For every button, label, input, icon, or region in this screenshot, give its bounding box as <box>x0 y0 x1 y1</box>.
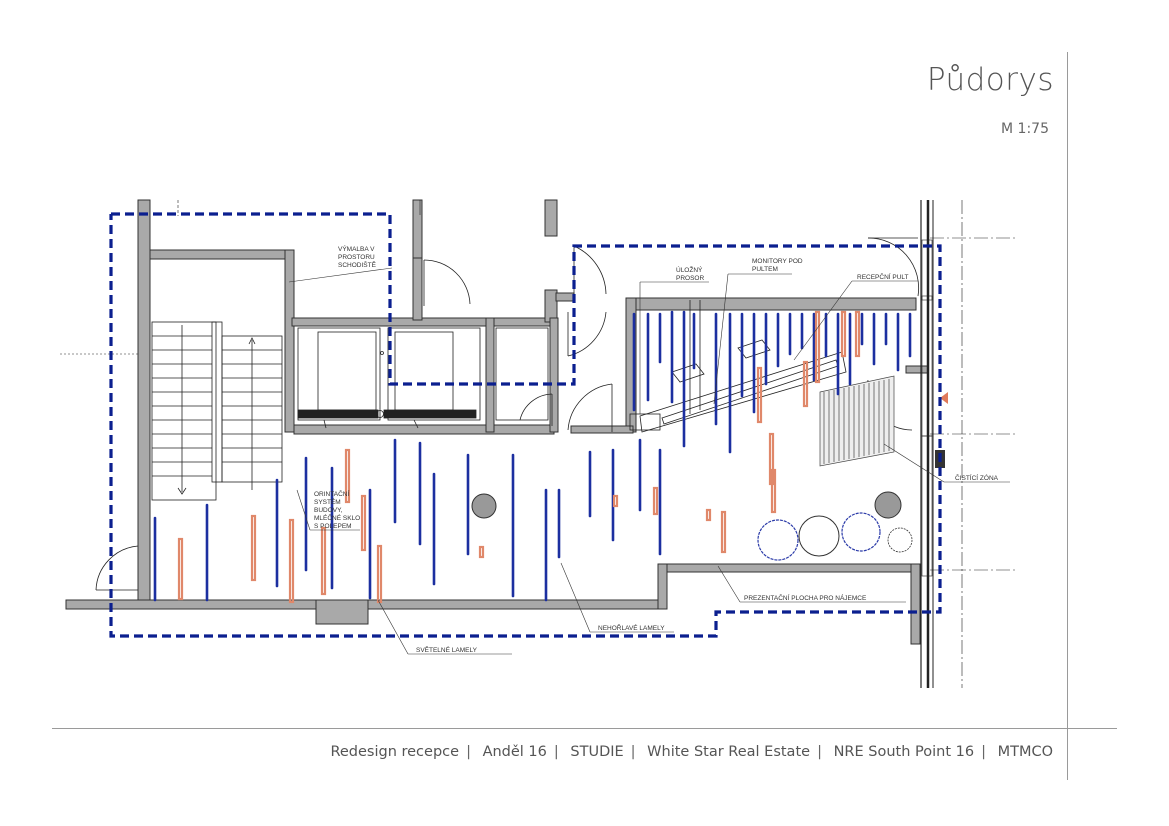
label-vymalba-2: PROSTORU <box>338 254 375 261</box>
walls <box>65 199 929 645</box>
scale-label: M 1:75 <box>1001 121 1049 137</box>
staircase <box>151 321 283 501</box>
footer-item-studio: MTMCO <box>997 744 1053 760</box>
label-recepcni: RECEPČNÍ PULT <box>857 272 909 281</box>
page-title: Půdorys <box>926 62 1054 98</box>
label-nehorlave: NEHOŘLAVÉ LAMELY <box>598 623 665 632</box>
label-orintacni-1: ORINTAČNÍ <box>314 489 349 498</box>
scope-boundary <box>109 212 942 638</box>
label-orintacni-3: BUDOVY, <box>314 507 343 514</box>
label-cistici: ČISTÍCÍ ZÓNA <box>955 473 999 482</box>
label-monitory-1: MONITORY POD <box>752 258 803 265</box>
seating <box>757 512 913 561</box>
label-monitory-2: PULTEM <box>752 266 778 273</box>
facade-right <box>60 200 1018 688</box>
blue-lamellas <box>153 310 912 602</box>
label-prezentacni: PREZENTAČNÍ PLOCHA PRO NÁJEMCE <box>744 593 867 602</box>
leader-lines <box>288 267 1010 655</box>
footer-item-phase: STUDIE <box>570 744 624 760</box>
label-orintacni-4: MLÉČNÉ SKLO <box>314 513 360 522</box>
footer-item-project: Redesign recepce <box>330 744 460 760</box>
label-vymalba-1: VÝMALBA V <box>338 244 375 253</box>
frame-horizontal-line <box>52 728 1117 729</box>
label-ulozny-1: ÚLOŽNÝ <box>676 265 703 274</box>
doors <box>95 237 919 591</box>
label-orintacni-5: S POLEPEM <box>314 523 352 530</box>
frame-vertical-line <box>1067 52 1068 780</box>
footer-item-owner: NRE South Point 16 <box>833 744 975 760</box>
footer-item-building: Anděl 16 <box>482 744 547 760</box>
footer-item-client: White Star Real Estate <box>647 744 811 760</box>
label-svetelne: SVĚTELNÉ LAMELY <box>416 645 478 654</box>
footer-info: Redesign recepce| Anděl 16| STUDIE| Whit… <box>330 744 1053 760</box>
label-vymalba-3: SCHODIŠTĚ <box>338 260 377 269</box>
plan-labels: VÝMALBA V PROSTORU SCHODIŠTĚ ÚLOŽNÝ PROS… <box>314 244 999 654</box>
orange-lamellas <box>177 310 861 604</box>
cleaning-zone <box>819 375 948 467</box>
label-ulozny-2: PROSOR <box>676 275 704 282</box>
label-orintacni-2: SYSTÉM <box>314 497 341 506</box>
elevators <box>297 327 549 429</box>
columns <box>471 491 902 519</box>
